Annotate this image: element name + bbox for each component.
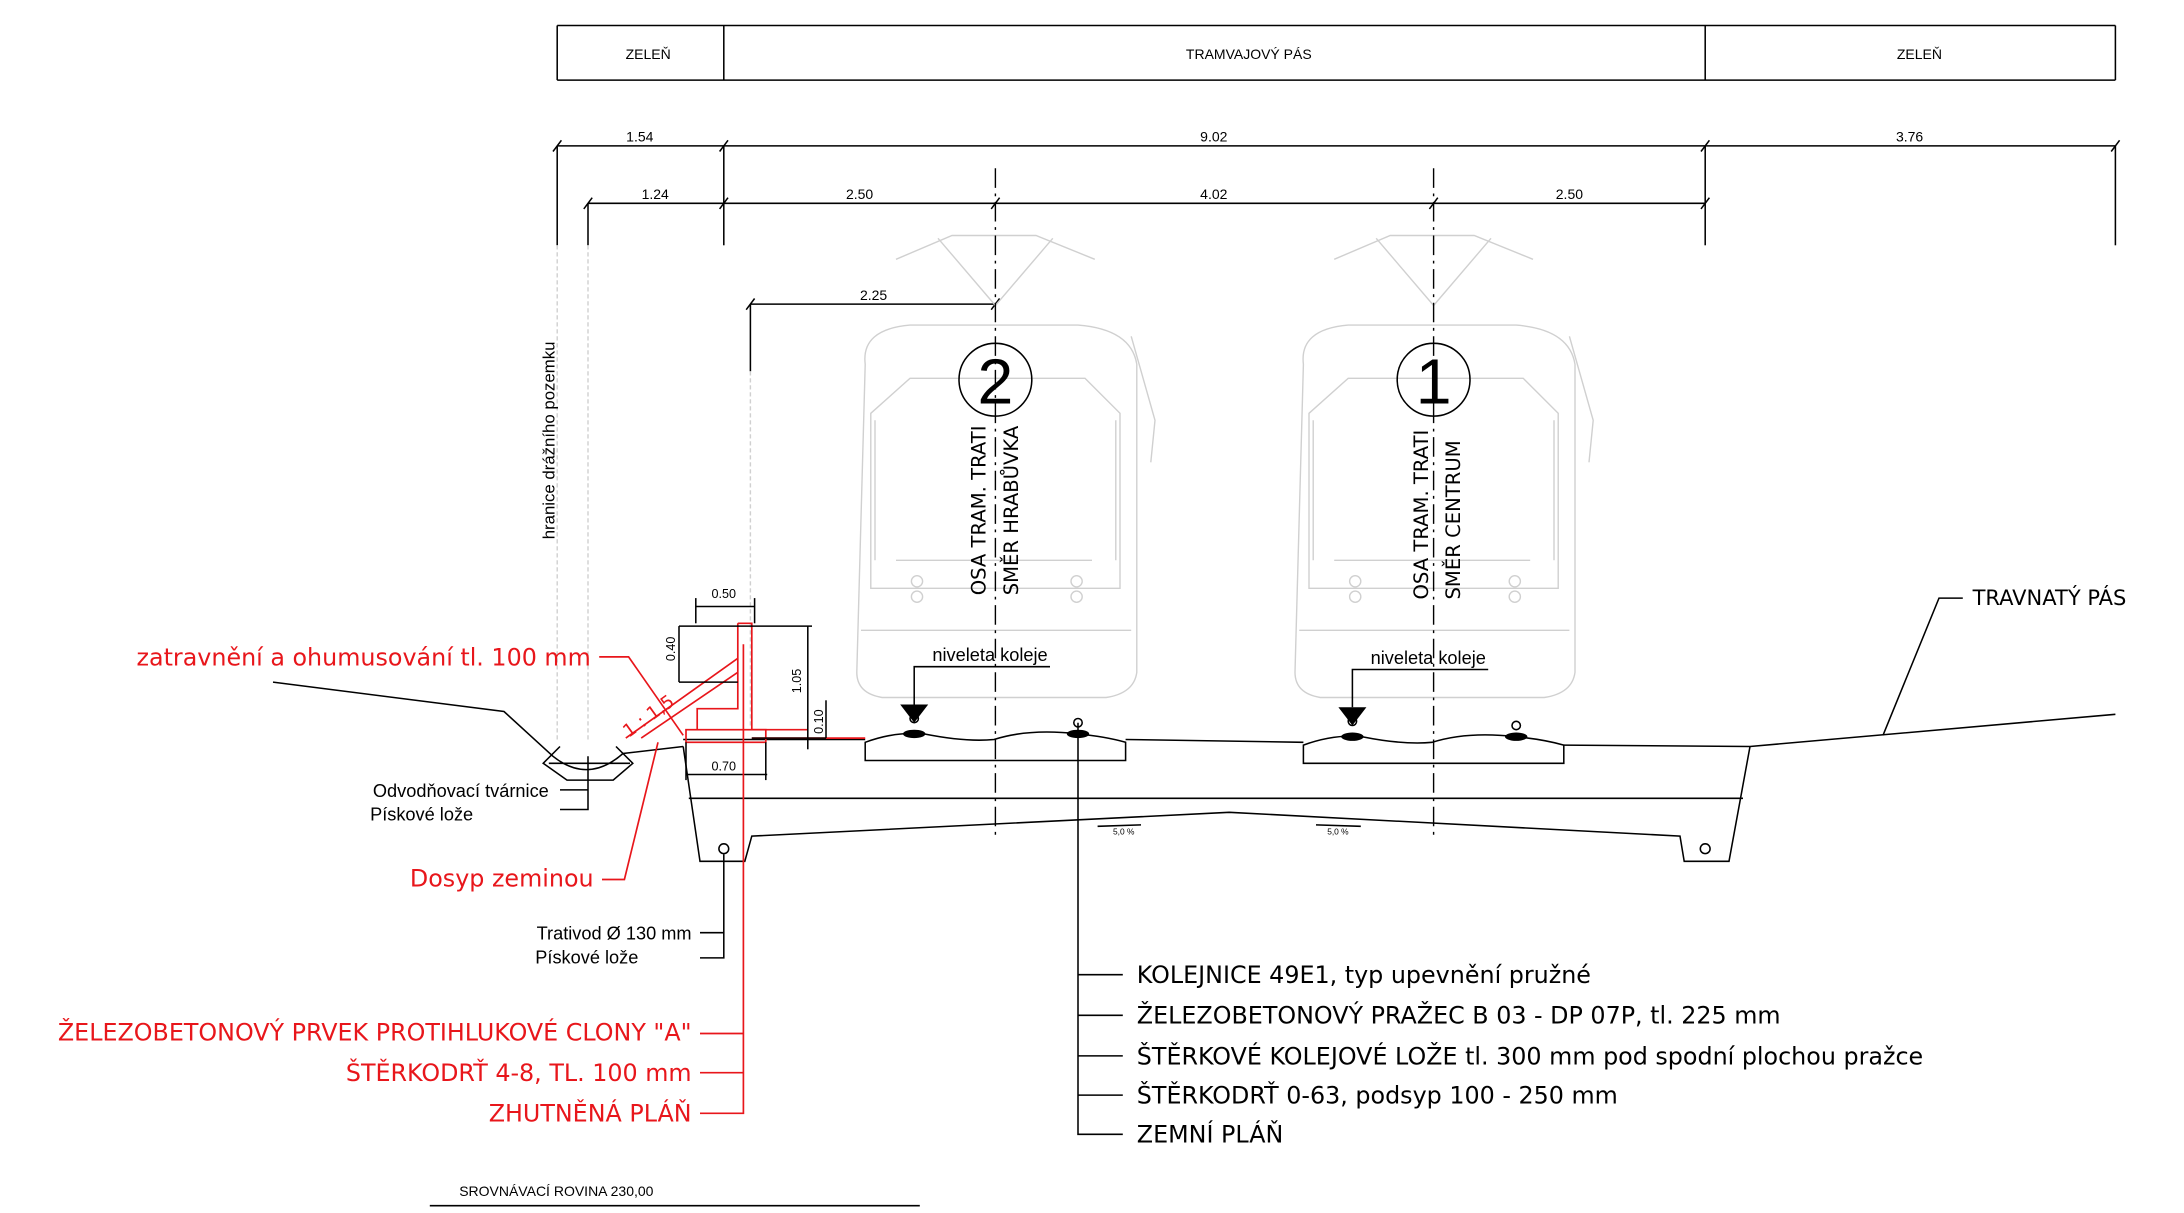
track-2-level-label: niveleta koleje: [932, 645, 1047, 665]
track-2-axis-line1: OSA TRAM. TRATI: [968, 425, 991, 595]
dim-9-02: 9.02: [1200, 129, 1227, 145]
label-grass: zatravnění a ohumusování tl. 100 mm: [137, 643, 591, 671]
dim-2-50-left: 2.50: [846, 186, 873, 202]
track-1-axis-line1: OSA TRAM. TRATI: [1410, 430, 1433, 600]
boundary-label: hranice drážního pozemku: [539, 342, 558, 540]
label-grass-strip: TRAVNATÝ PÁS: [1972, 585, 2127, 610]
dim-wall-upper: 0.40: [664, 637, 678, 662]
legend-ballast: ŠTĚRKOVÉ KOLEJOVÉ LOŽE tl. 300 mm pod sp…: [1137, 1042, 1923, 1070]
label-subgrade: ZHUTNĚNÁ PLÁŇ: [489, 1100, 692, 1128]
tram-1-outline: [1294, 234, 1594, 699]
track-2-axis-line2: SMĚR HRABŮVKA: [999, 425, 1023, 595]
datum-label: SROVNÁVACÍ ROVINA 230,00: [459, 1183, 653, 1199]
layer-legend: KOLEJNICE 49E1, typ upevnění pružné ŽELE…: [1137, 961, 1923, 1149]
gradient-right: 5,0 %: [1327, 827, 1349, 837]
track-1-number: 1: [1416, 346, 1452, 418]
dim-1-24: 1.24: [642, 186, 669, 202]
tram-2-outline: [856, 234, 1156, 699]
track-2-badge: [958, 342, 1033, 417]
label-drain-pipe: Trativod Ø 130 mm: [537, 924, 692, 944]
dim-wall-height: 1.05: [790, 669, 804, 694]
dim-wall-footing: 0.70: [712, 759, 737, 773]
dim-wall-top: 0.50: [712, 587, 737, 601]
zone-right-label: ZELEŇ: [1897, 46, 1942, 62]
label-sand-bed-2: Pískové lože: [535, 948, 638, 968]
label-drain-block: Odvodňovací tvárnice: [373, 781, 549, 801]
track-1-badge: [1396, 342, 1471, 417]
legend-rail: KOLEJNICE 49E1, typ upevnění pružné: [1137, 961, 1591, 989]
dim-2-25: 2.25: [860, 287, 887, 303]
dim-wall-base: 0.10: [812, 709, 826, 734]
label-wall: ŽELEZOBETONOVÝ PRVEK PROTIHLUKOVÉ CLONY …: [58, 1019, 692, 1047]
dim-1-54: 1.54: [626, 129, 653, 145]
zone-left-label: ZELEŇ: [626, 46, 671, 62]
gradient-left: 5,0 %: [1113, 827, 1135, 837]
legend-formation: ZEMNÍ PLÁŇ: [1137, 1121, 1284, 1149]
zone-middle-label: TRAMVAJOVÝ PÁS: [1186, 46, 1312, 62]
legend-sleeper: ŽELEZOBETONOVÝ PRAŽEC B 03 - DP 07P, tl.…: [1137, 1002, 1781, 1030]
legend-subballast: ŠTĚRKODRŤ 0-63, podsyp 100 - 250 mm: [1137, 1082, 1618, 1110]
header-table: ZELEŇ TRAMVAJOVÝ PÁS ZELEŇ: [556, 24, 2117, 81]
label-gravel: ŠTĚRKODRŤ 4-8, TL. 100 mm: [346, 1059, 692, 1087]
dim-2-50-right: 2.50: [1556, 186, 1583, 202]
track-1-level-label: niveleta koleje: [1371, 648, 1486, 668]
label-sand-bed-1: Pískové lože: [370, 805, 473, 825]
track-1-axis-line2: SMĚR CENTRUM: [1442, 440, 1465, 599]
dimension-lines: 1.54 9.02 3.76 1.24 2.50 4.02 2.50 2.25: [552, 129, 2121, 729]
label-fill: Dosyp zeminou: [410, 865, 594, 893]
track-2-number: 2: [977, 346, 1013, 418]
dim-4-02: 4.02: [1200, 186, 1227, 202]
dim-3-76: 3.76: [1896, 129, 1923, 145]
